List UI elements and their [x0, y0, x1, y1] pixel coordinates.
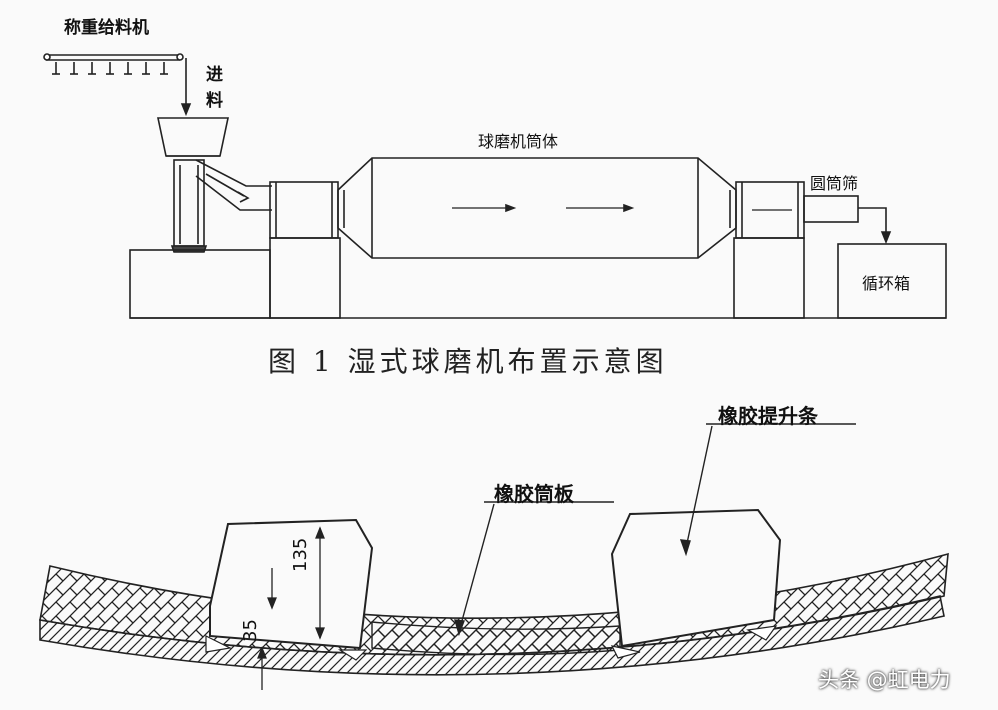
weigh-feeder	[43, 53, 184, 75]
figure-1-layout	[43, 53, 947, 319]
dimension-35-label: 35	[240, 619, 261, 642]
dimension-35	[257, 568, 277, 690]
feed-label-bottom: 料	[206, 91, 223, 111]
leader-lifter	[679, 423, 856, 557]
leader-liner	[454, 501, 614, 637]
figure-2-liner	[39, 423, 949, 690]
dimension-135-label: 135	[290, 537, 311, 572]
outlet-pier	[733, 237, 805, 319]
watermark: 头条 @虹电力	[818, 668, 951, 692]
liner-label: 橡胶筒板	[494, 482, 574, 506]
feed-arrow	[180, 58, 192, 117]
inlet-bearing-box	[269, 181, 339, 239]
feed-chute	[195, 159, 272, 211]
inlet-pier	[269, 237, 341, 319]
rubber-lifter-right	[610, 508, 782, 648]
hopper-column	[173, 159, 205, 247]
mill-shell	[337, 157, 737, 259]
feed-label-top: 进	[206, 65, 223, 85]
screen-label: 圆筒筛	[810, 174, 859, 193]
rubber-lifter-left	[209, 518, 374, 650]
screen-discharge-line	[858, 207, 887, 238]
hopper	[157, 117, 229, 157]
lifter-label: 橡胶提升条	[718, 404, 818, 428]
feeder-label: 称重给料机	[64, 18, 149, 38]
foundation-base	[129, 249, 271, 319]
dimension-135	[315, 526, 325, 640]
mill-label: 球磨机筒体	[478, 132, 559, 151]
trommel-screen	[803, 195, 859, 223]
figure-1-caption: 图 1 湿式球磨机布置示意图	[268, 345, 668, 378]
tank-label: 循环箱	[862, 274, 911, 293]
